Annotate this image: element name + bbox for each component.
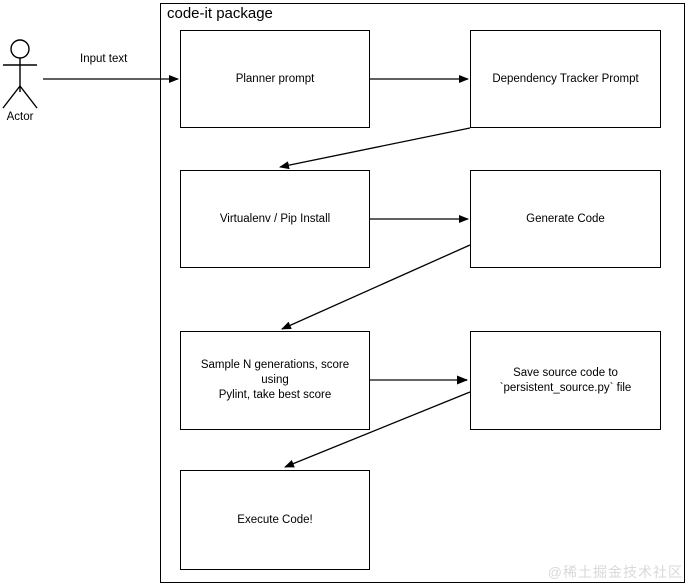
package-boundary xyxy=(160,3,685,583)
node-save-source-code[interactable]: Save source code to `persistent_source.p… xyxy=(470,331,661,430)
node-sample-n-generations[interactable]: Sample N generations, score using Pylint… xyxy=(180,331,370,430)
node-execute-code[interactable]: Execute Code! xyxy=(180,470,370,570)
actor-stick-figure-icon xyxy=(2,39,38,109)
package-title: code-it package xyxy=(167,5,273,22)
edge-label-input-text: Input text xyxy=(80,53,128,65)
actor-label: Actor xyxy=(6,111,34,123)
node-planner-prompt[interactable]: Planner prompt xyxy=(180,30,370,128)
watermark: @稀土掘金技术社区 xyxy=(547,564,683,580)
node-dependency-tracker-prompt[interactable]: Dependency Tracker Prompt xyxy=(470,30,661,128)
node-virtualenv-pip-install[interactable]: Virtualenv / Pip Install xyxy=(180,170,370,268)
node-generate-code[interactable]: Generate Code xyxy=(470,170,661,268)
